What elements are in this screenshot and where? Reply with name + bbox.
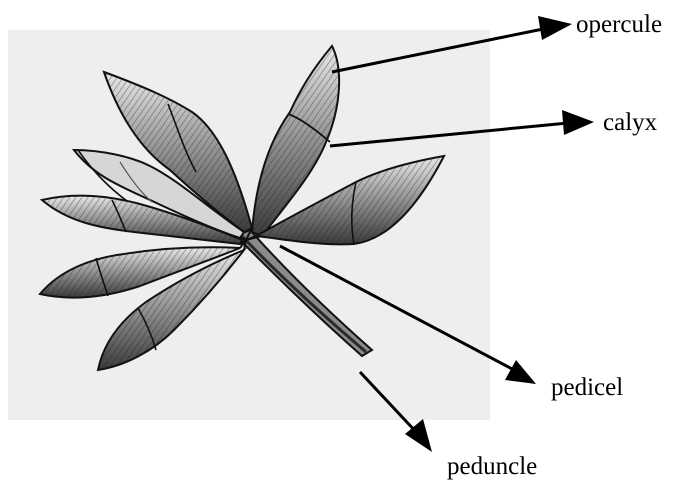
label-pedicel: pedicel [551, 375, 623, 400]
arrow-head-icon [562, 110, 594, 135]
label-opercule: opercule [576, 12, 662, 37]
arrow-head-icon [538, 16, 572, 40]
label-peduncle: peduncle [447, 454, 537, 479]
label-calyx: calyx [603, 110, 657, 135]
arrow-head-icon [505, 360, 536, 384]
